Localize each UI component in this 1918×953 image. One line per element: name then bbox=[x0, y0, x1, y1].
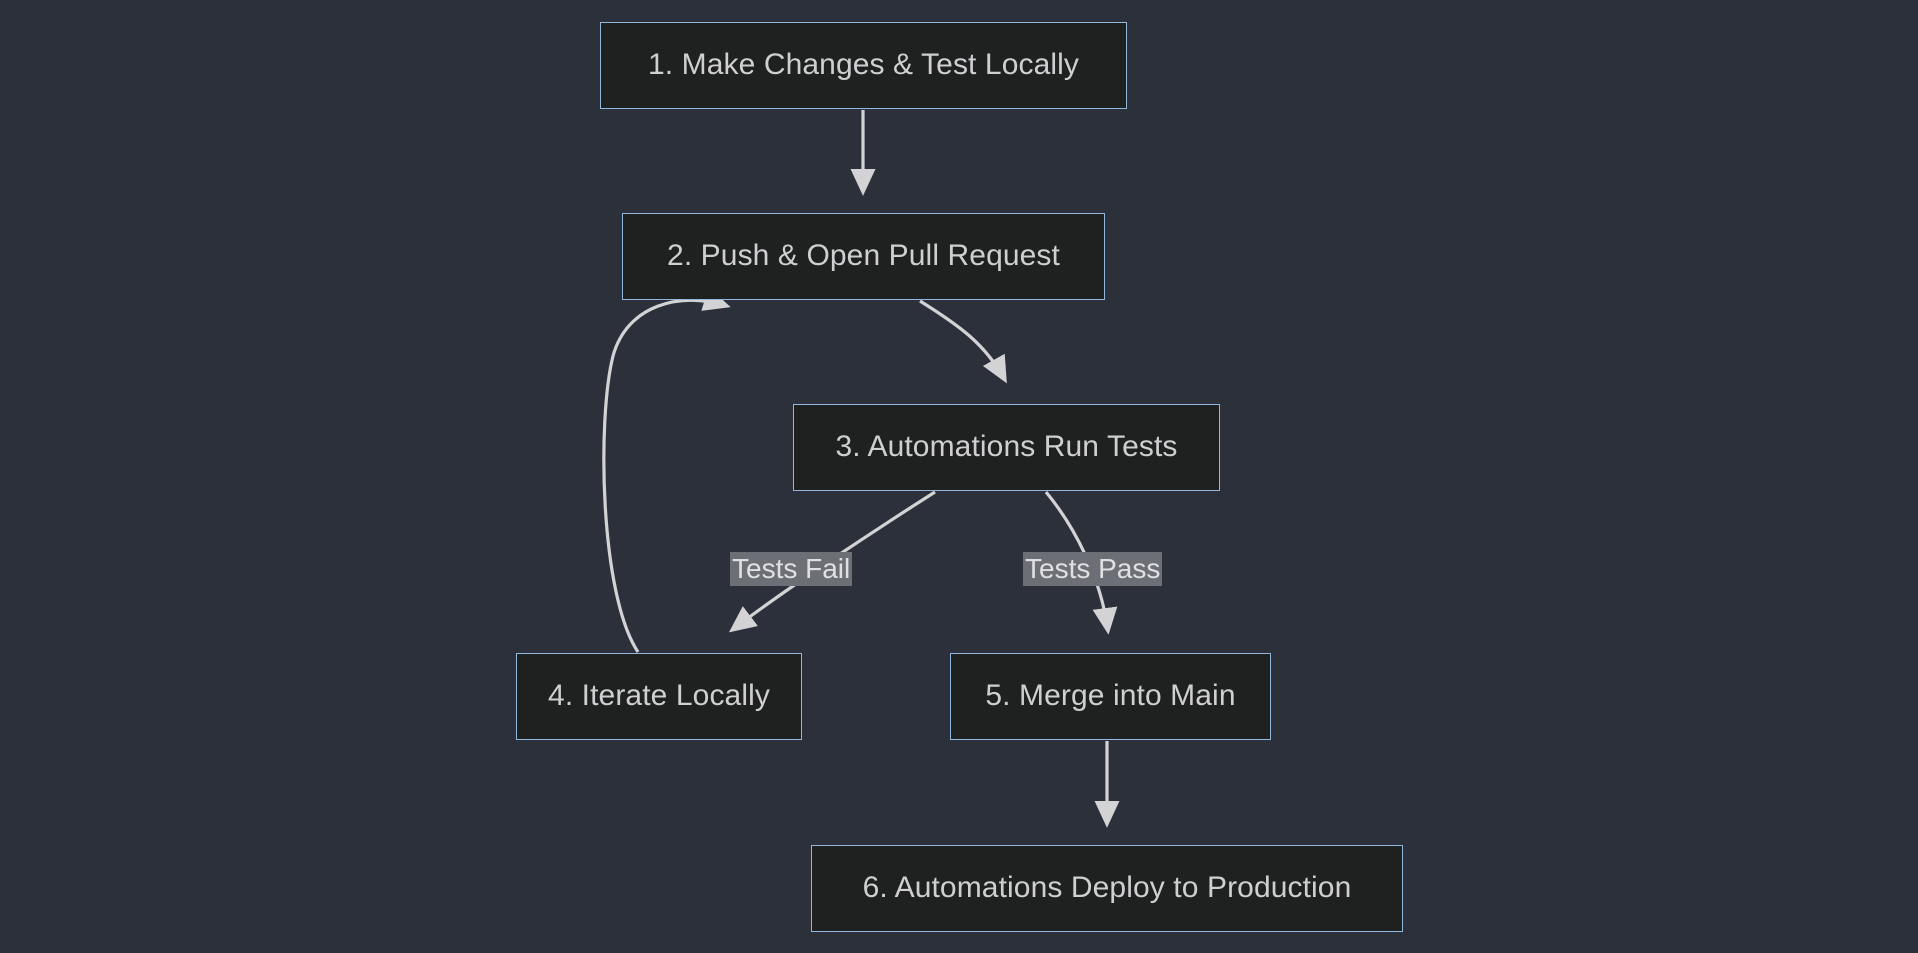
node-label: 4. Iterate Locally bbox=[548, 678, 770, 712]
node-label: 1. Make Changes & Test Locally bbox=[647, 47, 1079, 81]
edge-push-to-automations-run-tests bbox=[919, 299, 1007, 384]
node-make-changes-test-locally[interactable]: 1. Make Changes & Test Locally bbox=[600, 22, 1127, 109]
edge-label-tests-pass: Tests Pass bbox=[1023, 552, 1163, 587]
node-push-open-pull-request[interactable]: 2. Push & Open Pull Request bbox=[622, 213, 1105, 300]
node-label: 5. Merge into Main bbox=[985, 678, 1236, 712]
node-iterate-locally[interactable]: 4. Iterate Locally bbox=[516, 653, 802, 740]
node-label: 6. Automations Deploy to Production bbox=[862, 870, 1352, 904]
node-label: 3. Automations Run Tests bbox=[835, 429, 1178, 463]
edge-label-tests-fail: Tests Fail bbox=[730, 552, 853, 587]
node-label: 2. Push & Open Pull Request bbox=[667, 238, 1060, 272]
node-merge-into-main[interactable]: 5. Merge into Main bbox=[950, 653, 1271, 740]
edge-iterate-back-to-push bbox=[602, 287, 731, 653]
node-automations-run-tests[interactable]: 3. Automations Run Tests bbox=[793, 404, 1220, 491]
node-automations-deploy-to-production[interactable]: 6. Automations Deploy to Production bbox=[811, 845, 1403, 932]
